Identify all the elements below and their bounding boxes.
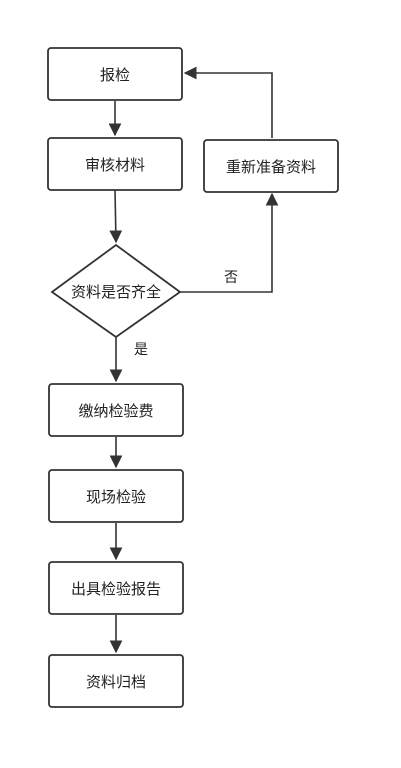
node-box	[47, 137, 183, 191]
edges	[108, 66, 279, 654]
node-box	[48, 383, 184, 437]
node-box	[47, 47, 183, 101]
edge-label-no: 否	[224, 270, 238, 286]
edge-prepare-to-request	[183, 66, 273, 138]
node-materials-complete-decision: 资料是否齐全	[50, 243, 182, 339]
node-inspection-request: 报检	[47, 47, 183, 101]
node-box	[48, 654, 184, 708]
edge-label-yes: 是	[134, 342, 148, 358]
node-issue-report: 出具检验报告	[48, 561, 184, 615]
node-label-archive: 资料归档	[86, 673, 146, 691]
node-label-issue-report: 出具检验报告	[71, 580, 161, 598]
node-label-review-materials: 审核材料	[85, 156, 145, 174]
node-prepare-again: 重新准备资料	[203, 139, 339, 193]
edge-review-to-decision	[109, 189, 123, 244]
decision-diamond	[50, 243, 182, 339]
node-review-materials: 审核材料	[47, 137, 183, 191]
node-pay-fee: 缴纳检验费	[48, 383, 184, 437]
node-label-onsite-inspection: 现场检验	[86, 488, 146, 506]
node-label-prepare-again: 重新准备资料	[226, 158, 316, 176]
node-onsite-inspection: 现场检验	[48, 469, 184, 523]
node-label-pay-fee: 缴纳检验费	[78, 402, 153, 420]
node-box	[48, 469, 184, 523]
edge-decision-no-to-prepare	[180, 192, 279, 293]
node-archive: 资料归档	[48, 654, 184, 708]
node-label-inspection-request: 报检	[100, 66, 130, 84]
node-box	[48, 561, 184, 615]
node-label-materials-complete: 资料是否齐全	[71, 283, 161, 301]
node-box	[203, 139, 339, 193]
